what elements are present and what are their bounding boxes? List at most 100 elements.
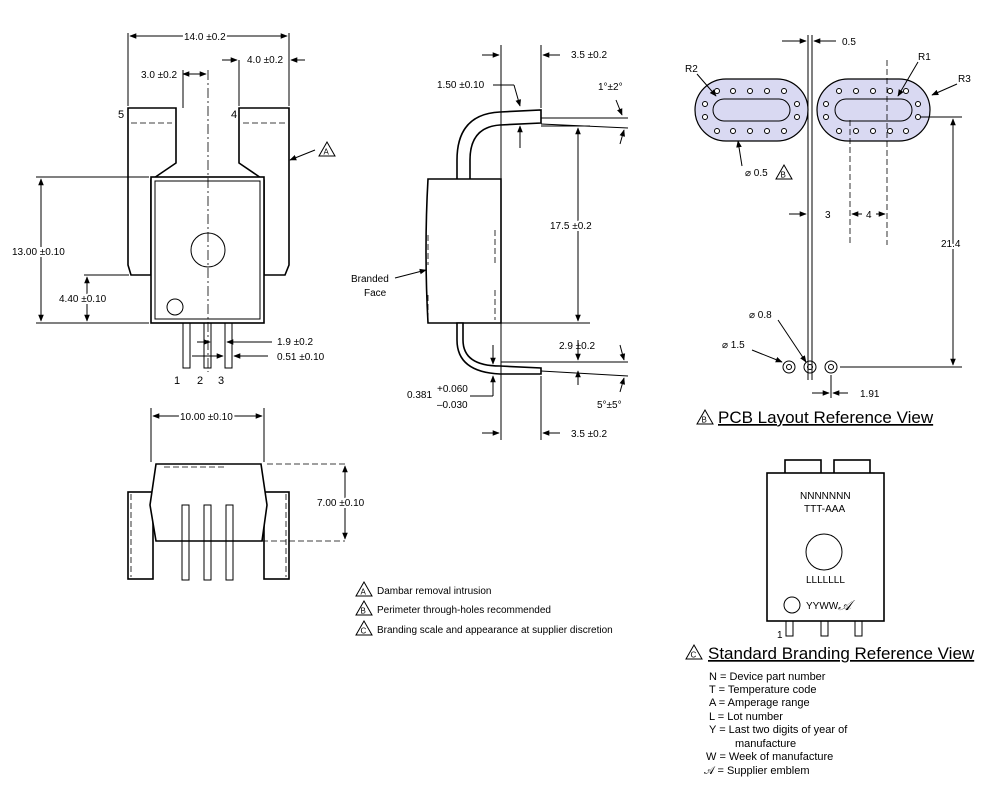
brand-tab-left	[784, 459, 822, 475]
brand-line-1: NNNNNNN	[800, 491, 851, 502]
note-c-flag	[355, 619, 373, 636]
bottom-left-tab	[127, 491, 154, 580]
branded-face-label-1: Branded	[351, 274, 389, 285]
hole-flag	[775, 163, 793, 180]
bottom-view: 7.00 ±0.10	[127, 463, 367, 581]
brand-line-4: YYWW	[806, 601, 839, 612]
supplier-emblem: 𝒜	[838, 598, 855, 614]
dim-pcb-191: 1.91	[860, 389, 880, 400]
note-flag-a-letter: A	[324, 148, 330, 157]
dim-pcb-4: 4	[866, 210, 872, 221]
package-body	[150, 176, 265, 324]
lead-3	[224, 322, 233, 369]
pcb-title-flag	[696, 408, 714, 425]
dim-front-width: 14.0 ±0.2	[184, 32, 226, 43]
through-holes	[782, 360, 838, 374]
brand-title-flag-letter: C	[691, 651, 697, 660]
dim-pcb-21-4: 21.4	[941, 239, 961, 250]
dim-thickness-plus: +0.060	[437, 384, 468, 395]
hole-callout: ⌀ 0.5	[745, 168, 768, 179]
brand-line-3: LLLLLLL	[806, 575, 845, 586]
lead-2	[203, 322, 212, 369]
dim-lead-width: 0.51 ±0.10	[277, 352, 325, 363]
legend: N = Device part number T = Temperature c…	[704, 671, 848, 777]
dim-front-height: 13.00 ±0.10	[12, 247, 65, 258]
dim-pcb-gap: 0.5	[842, 37, 856, 48]
pin-label-1: 1	[174, 375, 180, 387]
front-view: 5 4 1 2 3 A 14.0 ±0.2 3.0 ±0.2 4.0 ±0.2 …	[10, 30, 336, 462]
side-body	[425, 178, 502, 324]
pcb-title-flag-letter: B	[702, 416, 707, 425]
legend-line-1: N = Device part number	[709, 671, 826, 683]
hole-flag-letter: B	[781, 171, 786, 180]
branding-view: NNNNNNN TTT-AAA LLLLLLL YYWW 𝒜 1 C Stand…	[685, 459, 975, 663]
r1-label: R1	[918, 52, 931, 63]
note-a-flag	[355, 580, 373, 597]
bottom-right-tab	[263, 491, 290, 580]
pin1-marker	[166, 298, 184, 316]
note-b-flag-letter: B	[361, 607, 366, 616]
note-flag-a	[318, 140, 336, 157]
dim-lead-pitch: 1.9 ±0.2	[277, 337, 314, 348]
legend-line-4: L = Lot number	[709, 711, 783, 723]
brand-lead-1	[785, 620, 794, 637]
dim-body-width: 10.00 ±0.10	[180, 412, 233, 423]
dim-side-height: 17.5 ±0.2	[550, 221, 592, 232]
legend-line-6: manufacture	[735, 738, 796, 750]
brand-title: Standard Branding Reference View	[708, 644, 975, 663]
dim-pcb-08: ⌀ 0.8	[749, 310, 772, 321]
r2-label: R2	[685, 64, 698, 75]
legend-line-2: T = Temperature code	[709, 684, 817, 696]
perimeter-holes	[702, 88, 921, 134]
legend-line-7: W = Week of manufacture	[706, 751, 833, 763]
dim-top-lead: 1.50 ±0.10	[437, 80, 485, 91]
dim-thickness-minus: –0.030	[437, 400, 468, 411]
side-view: Branded Face 1.50 ±0.10 3.5 ±0.2 1°±2° 1…	[351, 45, 629, 440]
dim-pcb-3: 3	[825, 210, 831, 221]
brand-pin1-label: 1	[777, 630, 783, 641]
brand-tab-right	[833, 459, 871, 475]
dim-bottom-reach: 3.5 ±0.2	[571, 429, 608, 440]
bottom-lead-3	[225, 504, 234, 581]
dim-notch: 4.40 ±0.10	[59, 294, 107, 305]
note-a-text: Dambar removal intrusion	[377, 586, 492, 597]
note-c-flag-letter: C	[361, 627, 367, 636]
pcb-view: 0.5 R2 R1 R3 ⌀ 0.5 B 3 4 21.4 ⌀ 0.8 ⌀ 1	[685, 35, 971, 427]
dim-pin-offset: 3.0 ±0.2	[141, 70, 178, 81]
bottom-lead-1	[181, 504, 190, 581]
side-lower-lead	[456, 322, 542, 375]
brand-line-2: TTT-AAA	[804, 504, 845, 515]
brand-pin1-marker	[783, 596, 801, 614]
lead-1	[182, 322, 191, 369]
brand-body	[766, 472, 885, 622]
note-b-text: Perimeter through-holes recommended	[377, 605, 551, 616]
pin-label-3: 3	[218, 375, 224, 387]
brand-sensor-hole	[805, 533, 843, 571]
dim-bottom-angle: 5°±5°	[597, 400, 622, 411]
note-c-text: Branding scale and appearance at supplie…	[377, 625, 613, 636]
dim-tab-width: 4.0 ±0.2	[247, 55, 284, 66]
r3-label: R3	[958, 74, 971, 85]
dim-bottom-depth: 7.00 ±0.10	[317, 498, 365, 509]
dim-side-lower: 2.9 ±0.2	[559, 341, 596, 352]
tab-left-label: 5	[118, 109, 124, 121]
note-a-flag-letter: A	[361, 588, 367, 597]
pcb-title: PCB Layout Reference View	[718, 408, 934, 427]
dim-pcb-15: ⌀ 1.5	[722, 340, 745, 351]
tab-right-label: 4	[231, 109, 237, 121]
brand-title-flag	[685, 643, 703, 660]
legend-line-8: 𝒜 = Supplier emblem	[704, 765, 809, 777]
pin-label-2: 2	[197, 375, 203, 387]
dim-top-reach: 3.5 ±0.2	[571, 50, 608, 61]
notes: A Dambar removal intrusion B Perimeter t…	[355, 580, 613, 636]
branded-face-label-2: Face	[364, 288, 387, 299]
brand-lead-3	[854, 620, 863, 637]
dim-thickness-base: 0.381	[407, 390, 432, 401]
note-b-flag	[355, 599, 373, 616]
brand-lead-2	[820, 620, 829, 637]
dim-top-angle: 1°±2°	[598, 82, 623, 93]
bottom-lead-2	[203, 504, 212, 581]
legend-line-3: A = Amperage range	[709, 697, 810, 709]
bottom-body	[149, 463, 268, 542]
